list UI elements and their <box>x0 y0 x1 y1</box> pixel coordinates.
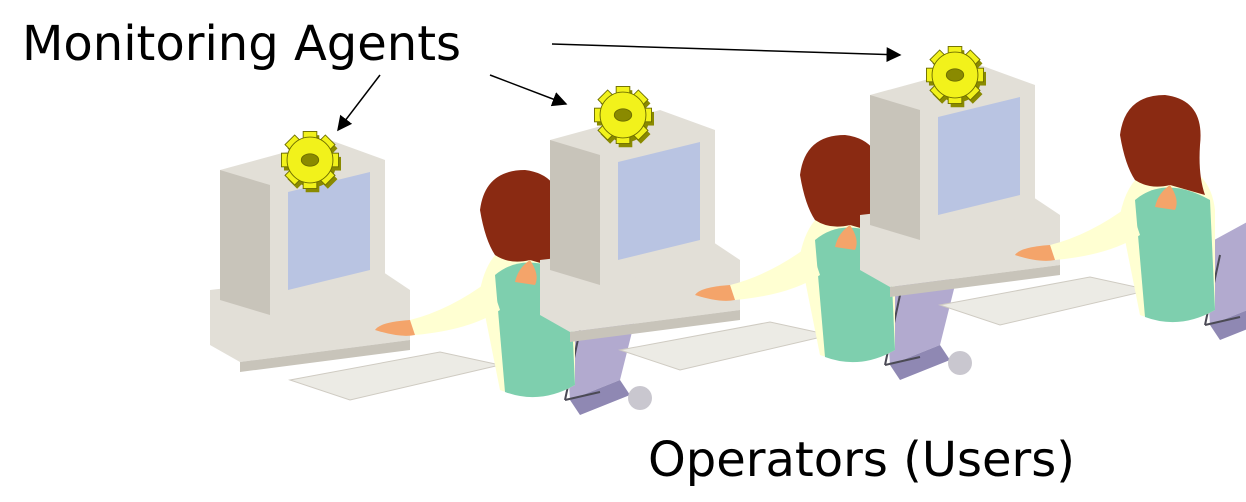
arrow-to-gear-2 <box>489 74 568 107</box>
monitoring-agents-label: Monitoring Agents <box>22 16 462 72</box>
computer-monitor-icon <box>859 64 1151 326</box>
arrow-to-gear-1 <box>337 74 381 132</box>
operators-label: Operators (Users) <box>648 432 1075 488</box>
arrow-to-gear-3 <box>551 43 902 63</box>
computer-monitor-icon <box>209 139 501 401</box>
computer-monitor-icon <box>539 109 831 371</box>
agent-arrows <box>337 43 902 132</box>
